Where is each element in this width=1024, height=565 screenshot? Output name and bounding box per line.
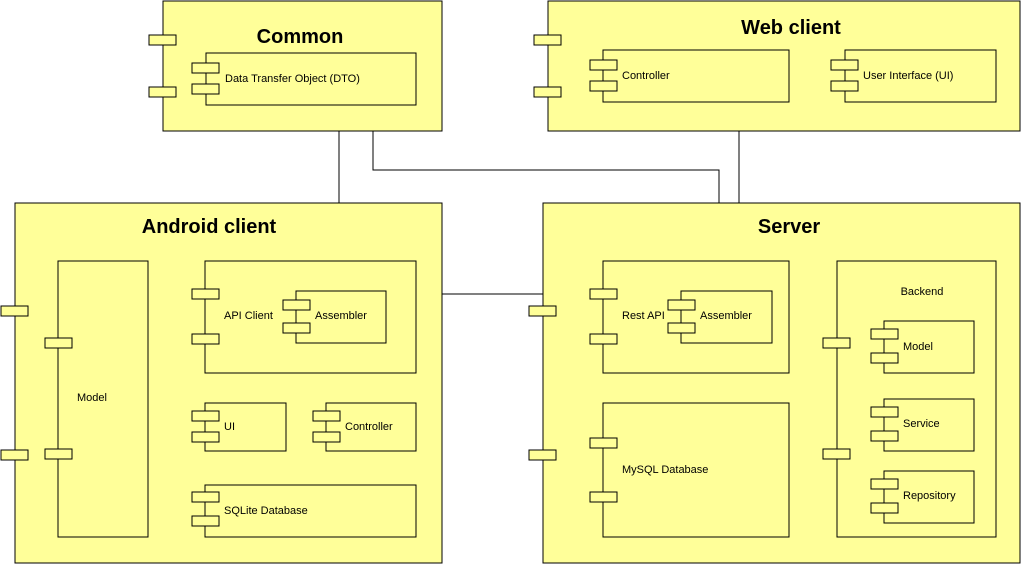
package-title-server: Server xyxy=(758,216,820,238)
component-android-assembler: Assembler xyxy=(282,290,387,344)
package-android-client: Android client Model API Client Assemble… xyxy=(0,202,443,564)
component-label-api-client: API Client xyxy=(224,310,273,322)
port xyxy=(148,34,177,46)
component-label-web-ui: User Interface (UI) xyxy=(863,70,953,82)
component-backend-service: Service xyxy=(870,398,975,452)
component-label-android-assembler: Assembler xyxy=(315,310,367,322)
port xyxy=(528,305,557,317)
component-label-rest-api: Rest API xyxy=(622,310,665,322)
port xyxy=(528,449,557,461)
component-mysql-database: MySQL Database xyxy=(589,402,790,538)
component-label-backend-model: Model xyxy=(903,341,933,353)
port xyxy=(148,86,177,98)
component-label-android-model: Model xyxy=(77,392,107,404)
component-web-controller: Controller xyxy=(589,49,790,103)
package-title-android-client: Android client xyxy=(142,216,277,238)
component-label-backend: Backend xyxy=(901,286,944,298)
package-title-common: Common xyxy=(257,26,344,48)
port xyxy=(0,305,29,317)
component-label-android-controller: Controller xyxy=(345,421,393,433)
component-dto: Data Transfer Object (DTO) xyxy=(191,52,417,106)
component-android-controller: Controller xyxy=(312,402,417,452)
component-backend-repository: Repository xyxy=(870,470,975,524)
port xyxy=(0,449,29,461)
component-label-server-assembler: Assembler xyxy=(700,310,752,322)
component-label-android-ui: UI xyxy=(224,421,235,433)
component-server-assembler: Assembler xyxy=(667,290,773,344)
package-title-web-client: Web client xyxy=(741,17,841,39)
package-common: Common Data Transfer Object (DTO) xyxy=(148,0,443,132)
component-sqlite-database: SQLite Database xyxy=(191,484,417,538)
component-label-mysql-database: MySQL Database xyxy=(622,464,708,476)
package-web-client: Web client Controller User Interface (UI… xyxy=(533,0,1021,132)
component-backend: Backend Model Service Repository xyxy=(822,260,997,538)
package-server: Server Rest API Assembler MySQL Database xyxy=(528,202,1021,564)
component-api-client: API Client Assembler xyxy=(191,260,417,374)
component-rest-api: Rest API Assembler xyxy=(589,260,790,374)
component-label-sqlite-database: SQLite Database xyxy=(224,505,308,517)
component-web-ui: User Interface (UI) xyxy=(830,49,997,103)
port xyxy=(533,34,562,46)
component-label-backend-service: Service xyxy=(903,418,940,430)
component-android-ui: UI xyxy=(191,402,287,452)
port xyxy=(533,86,562,98)
component-label-backend-repository: Repository xyxy=(903,490,956,502)
component-backend-model: Model xyxy=(870,320,975,374)
component-label-web-controller: Controller xyxy=(622,70,670,82)
component-label-dto: Data Transfer Object (DTO) xyxy=(225,73,360,85)
component-android-model: Model xyxy=(44,260,149,538)
